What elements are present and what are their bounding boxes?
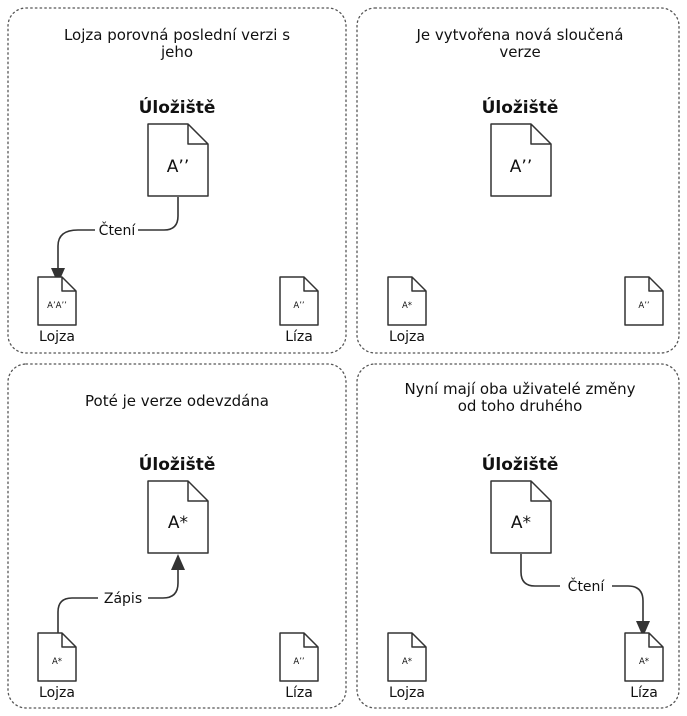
user-document-text: A’’ — [293, 657, 304, 667]
arrowhead-up — [171, 554, 185, 570]
panel-title-line: verze — [499, 43, 540, 61]
user-document-icon: A* — [387, 276, 427, 326]
user-document-icon: A’’ — [624, 276, 664, 326]
panel-title-line: Lojza porovná poslední verzi s — [64, 26, 290, 44]
repository-document-icon: A’’ — [490, 123, 552, 197]
panel-title-line: Poté je verze odevzdána — [85, 392, 269, 410]
arrowhead-down — [636, 621, 650, 637]
panel-title-line: Nyní mají oba uživatelé změny — [404, 380, 635, 398]
repository-document-text: A* — [511, 513, 531, 533]
panel-update: Nyní mají oba uživatelé změny od toho dr… — [356, 363, 680, 709]
repository-document-icon: A* — [490, 480, 552, 554]
user-name-lojza: Lojza — [39, 329, 75, 345]
panel-title-line: od toho druhého — [458, 397, 583, 415]
user-document-text: A’’ — [638, 301, 649, 311]
user-name-liza: Líza — [630, 685, 658, 701]
user-name-lojza: Lojza — [389, 329, 425, 345]
arrow-label: Zápis — [104, 591, 142, 607]
read-arrow: Čtení — [520, 554, 650, 637]
arrowhead-down — [51, 268, 65, 284]
arrow-label: Čtení — [99, 221, 137, 239]
user-document-text: A* — [402, 301, 412, 311]
repository-document-text: A’’ — [167, 157, 189, 177]
user-document-icon: A’’ — [279, 276, 319, 326]
repository-label: Úložiště — [482, 96, 559, 118]
user-document-icon: A’A’’ — [37, 276, 77, 326]
user-document-text: A* — [402, 657, 412, 667]
user-document-icon: A* — [624, 632, 664, 682]
repository-document-icon: A* — [147, 480, 209, 554]
user-document-text: A* — [639, 657, 649, 667]
arrow-label: Čtení — [568, 577, 606, 595]
panel-compare: Lojza porovná poslední verzi s jeho Úlož… — [7, 7, 347, 354]
repository-label: Úložiště — [139, 96, 216, 118]
user-document-text: A’’ — [293, 301, 304, 311]
user-document-icon: A* — [387, 632, 427, 682]
user-document-text: A* — [52, 657, 62, 667]
user-name-lojza: Lojza — [39, 685, 75, 701]
repository-label: Úložiště — [482, 453, 559, 475]
repository-document-text: A’’ — [510, 157, 532, 177]
repository-label: Úložiště — [139, 453, 216, 475]
repository-document-icon: A’’ — [147, 123, 209, 197]
panel-title-line: jeho — [160, 43, 193, 61]
write-arrow: Zápis — [57, 554, 185, 633]
user-document-text: A’A’’ — [47, 301, 67, 311]
panel-commit: Poté je verze odevzdána Úložiště A* Zápi… — [7, 363, 347, 709]
user-name-lojza: Lojza — [389, 685, 425, 701]
user-document-icon: A* — [37, 632, 77, 682]
panel-title-line: Je vytvořena nová sloučená — [415, 26, 623, 44]
repository-document-text: A* — [168, 513, 188, 533]
panel-merge: Je vytvořena nová sloučená verze Úložišt… — [356, 7, 680, 354]
user-name-liza: Líza — [285, 685, 313, 701]
user-document-icon: A’’ — [279, 632, 319, 682]
user-name-liza: Líza — [285, 329, 313, 345]
read-arrow: Čtení — [51, 197, 179, 284]
